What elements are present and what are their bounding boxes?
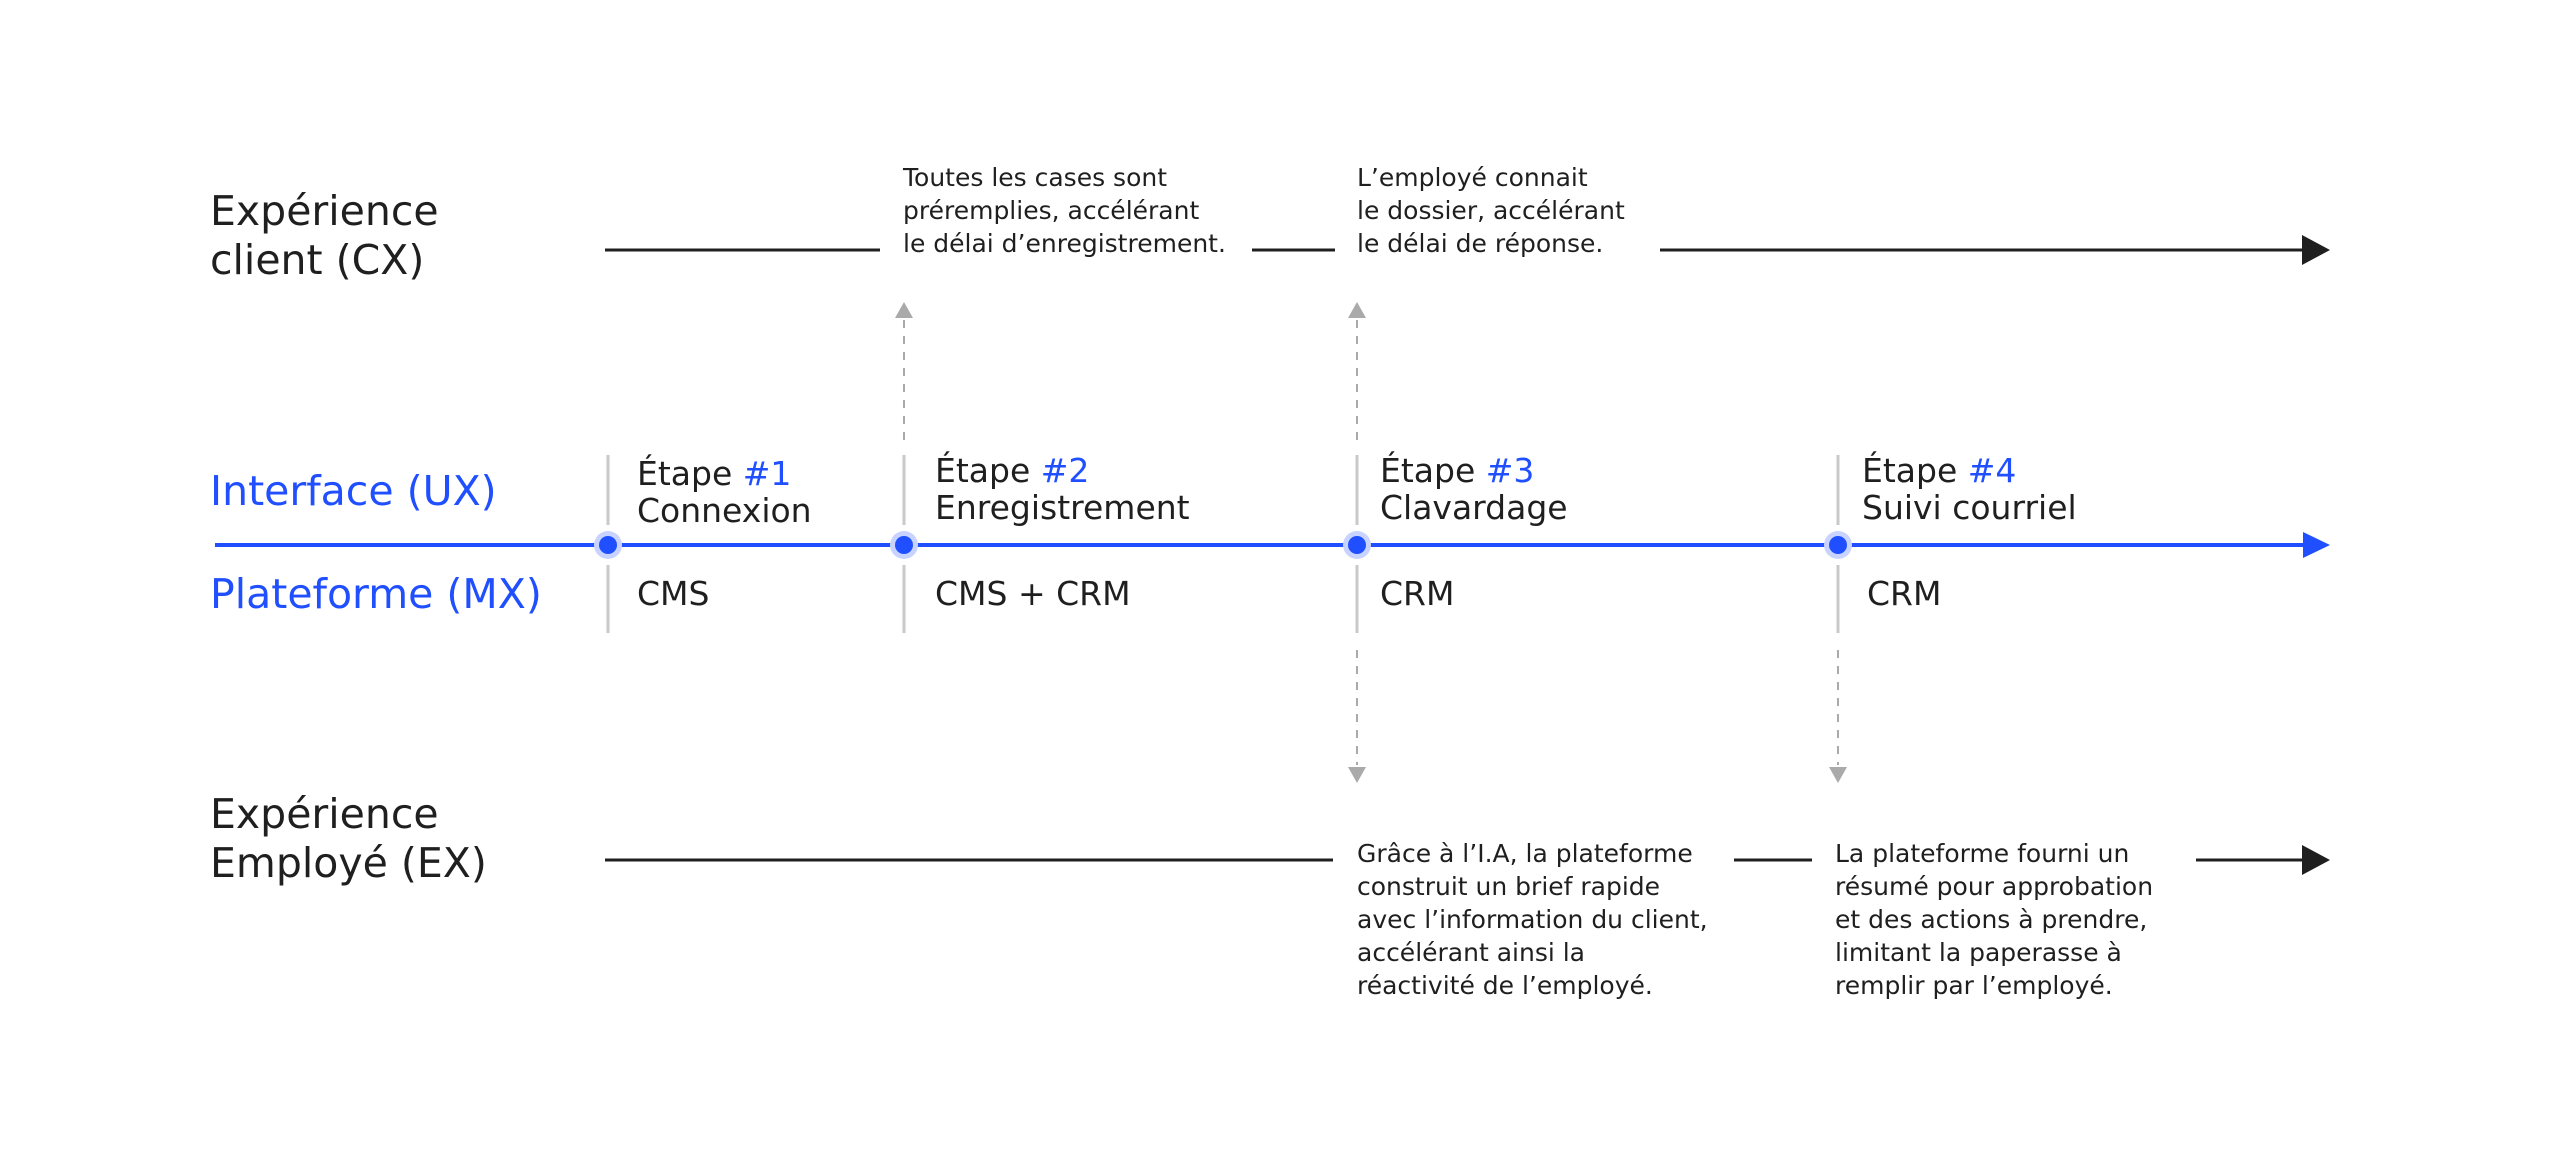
lane-label-mx: Plateforme (MX)	[210, 570, 542, 618]
note-line: le délai d’enregistrement.	[903, 229, 1226, 258]
note-line: Toutes les cases sont	[903, 163, 1168, 192]
ex-note-step-3: Grâce à l’I.A, la plateforme construit u…	[1357, 837, 1708, 1002]
ux-mx-arrowhead	[2303, 532, 2330, 558]
lane-label-ex-line1: Expérience	[210, 790, 439, 838]
step-4-platform: CRM	[1867, 574, 1942, 613]
note-line: limitant la paperasse à	[1835, 938, 2122, 967]
cx-note-step-2: Toutes les cases sont préremplies, accél…	[903, 161, 1226, 260]
note-line: préremplies, accélérant	[903, 196, 1200, 225]
note-line: accélérant ainsi la	[1357, 938, 1586, 967]
step-2-label: Étape #2 Enregistrement	[935, 452, 1190, 526]
step-prefix: Étape	[1862, 451, 1968, 490]
step-name: Connexion	[637, 491, 812, 530]
note-line: Grâce à l’I.A, la plateforme	[1357, 839, 1693, 868]
step-1-platform: CMS	[637, 574, 710, 613]
lane-label-ex-line2: Employé (EX)	[210, 839, 487, 887]
note-line: et des actions à prendre,	[1835, 905, 2148, 934]
ex-arrowhead	[2302, 845, 2330, 875]
note-line: le délai de réponse.	[1357, 229, 1604, 258]
step-name: Clavardage	[1380, 488, 1568, 527]
note-line: remplir par l’employé.	[1835, 971, 2113, 1000]
lane-label-cx-line1: Expérience	[210, 187, 439, 235]
step-1-label: Étape #1 Connexion	[637, 455, 812, 529]
note-line: résumé pour approbation	[1835, 872, 2154, 901]
step-number: #3	[1485, 451, 1535, 490]
step-4-label: Étape #4 Suivi courriel	[1862, 452, 2077, 526]
step-prefix: Étape	[1380, 451, 1486, 490]
lane-label-ex: Expérience Employé (EX)	[210, 790, 487, 888]
cx-arrowhead	[2302, 235, 2330, 265]
step-number: #1	[742, 454, 792, 493]
note-line: L’employé connait	[1357, 163, 1588, 192]
note-line: avec l’information du client,	[1357, 905, 1708, 934]
note-line: réactivité de l’employé.	[1357, 971, 1653, 1000]
note-line: construit un brief rapide	[1357, 872, 1661, 901]
step-ticks	[606, 455, 1840, 633]
lane-label-cx: Expérience client (CX)	[210, 187, 439, 285]
step-number: #2	[1040, 451, 1090, 490]
note-line: le dossier, accélérant	[1357, 196, 1625, 225]
step-prefix: Étape	[637, 454, 743, 493]
ex-note-step-4: La plateforme fourni un résumé pour appr…	[1835, 837, 2153, 1002]
step-4-down-arrow	[1829, 767, 1847, 783]
step-3-up-arrow	[1348, 302, 1366, 318]
cx-note-step-3: L’employé connait le dossier, accélérant…	[1357, 161, 1625, 260]
step-number: #4	[1967, 451, 2017, 490]
step-3-platform: CRM	[1380, 574, 1455, 613]
step-3-down-arrow	[1348, 767, 1366, 783]
step-2-up-arrow	[895, 302, 913, 318]
step-name: Enregistrement	[935, 488, 1190, 527]
lane-label-cx-line2: client (CX)	[210, 236, 425, 284]
note-line: La plateforme fourni un	[1835, 839, 2130, 868]
lane-label-ux: Interface (UX)	[210, 467, 497, 515]
step-prefix: Étape	[935, 451, 1041, 490]
step-2-platform: CMS + CRM	[935, 574, 1131, 613]
step-3-label: Étape #3 Clavardage	[1380, 452, 1568, 526]
step-nodes	[594, 531, 1852, 559]
step-name: Suivi courriel	[1862, 488, 2077, 527]
